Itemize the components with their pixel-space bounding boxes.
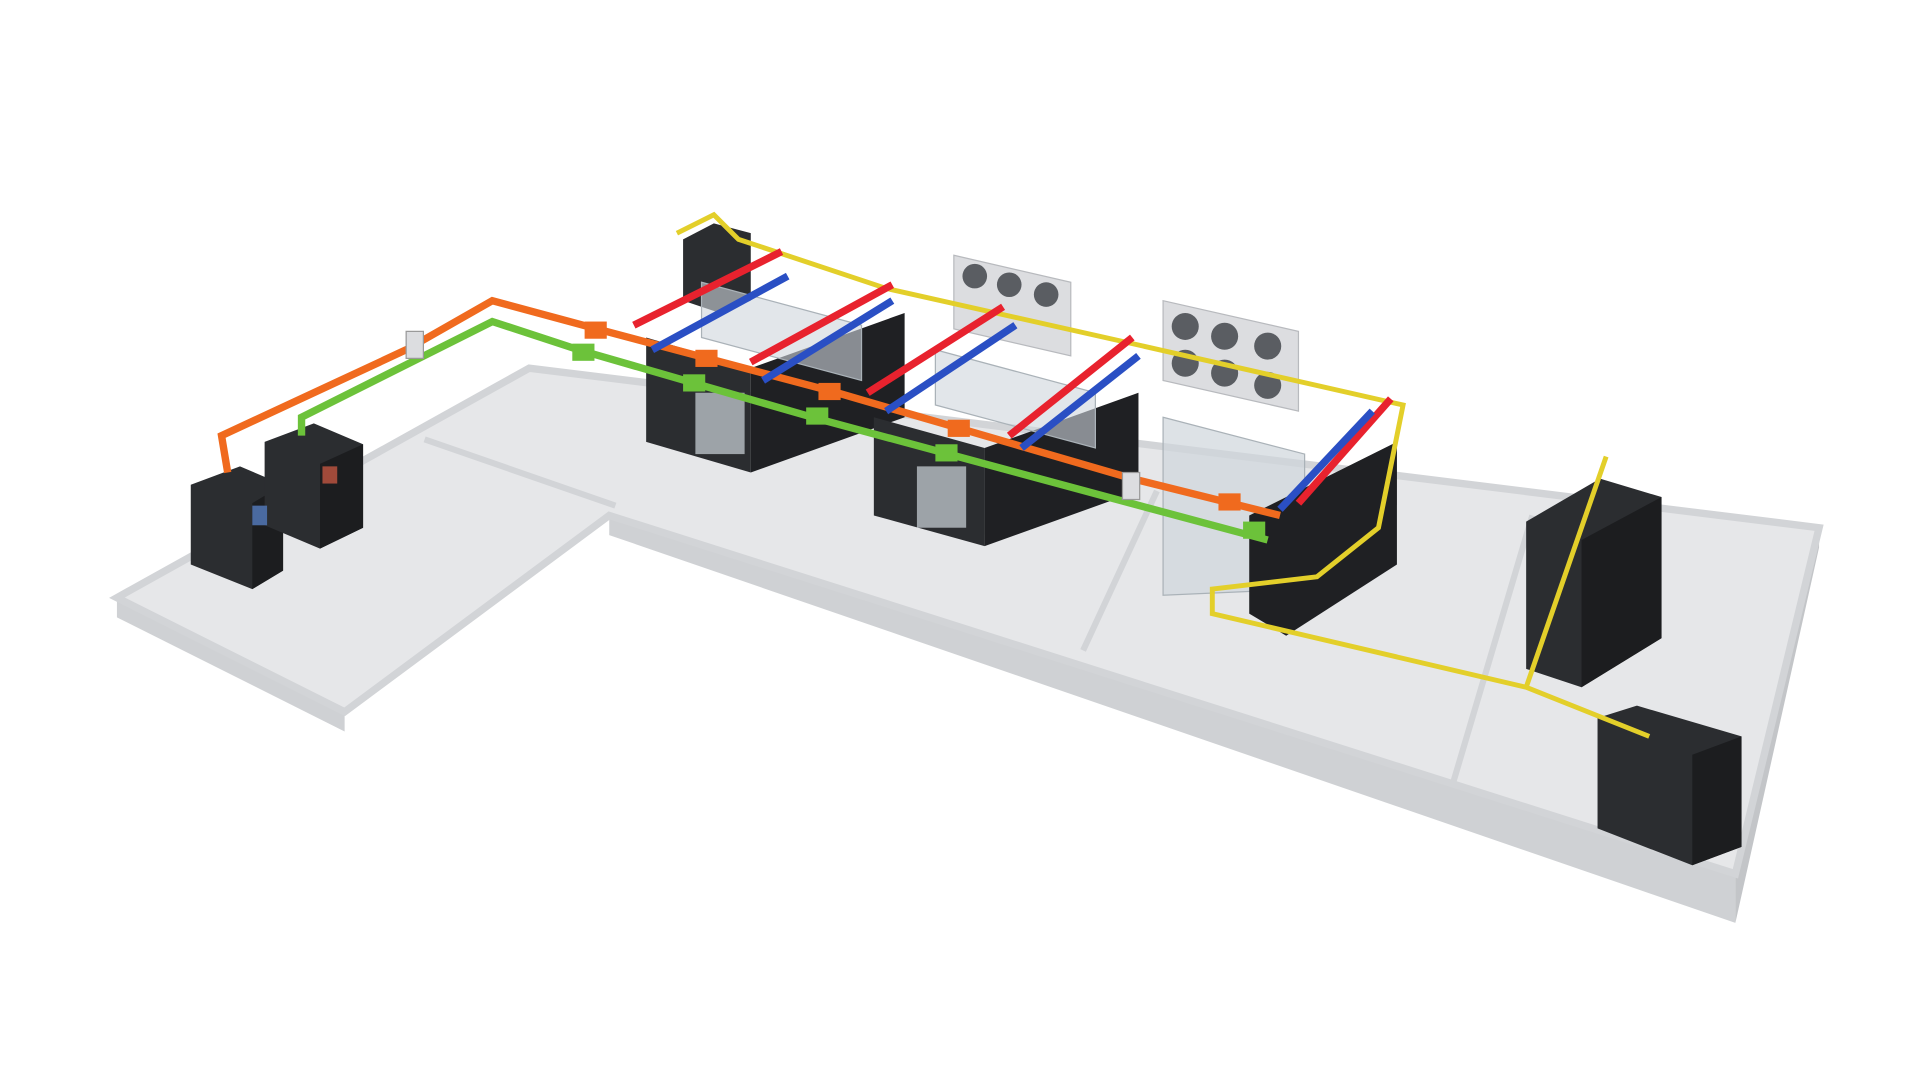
fan-icon — [1171, 312, 1199, 340]
fan-icon — [1254, 371, 1282, 399]
floor-divider — [423, 436, 617, 509]
blue-pipes — [650, 272, 1376, 512]
floor-side-front — [609, 515, 1736, 923]
valve-boxes — [405, 321, 1266, 539]
floor-divider — [1449, 514, 1536, 787]
fan-icon — [962, 263, 988, 289]
battery-cabinets-right — [1526, 478, 1662, 688]
fan-icon — [1033, 282, 1059, 307]
floor-side — [116, 597, 345, 732]
fan-icon — [1254, 332, 1282, 360]
orange-pipe — [217, 296, 1281, 520]
power-cabinets-right — [1597, 705, 1742, 866]
red-pipes — [632, 248, 1394, 506]
yellow-pipe — [675, 211, 1651, 739]
condenser-unit-1 — [953, 254, 1072, 357]
fan-icon — [996, 272, 1022, 297]
floor-divider — [1080, 489, 1160, 652]
cabinet-pair-left — [190, 423, 364, 590]
fan-icon — [1211, 322, 1239, 350]
